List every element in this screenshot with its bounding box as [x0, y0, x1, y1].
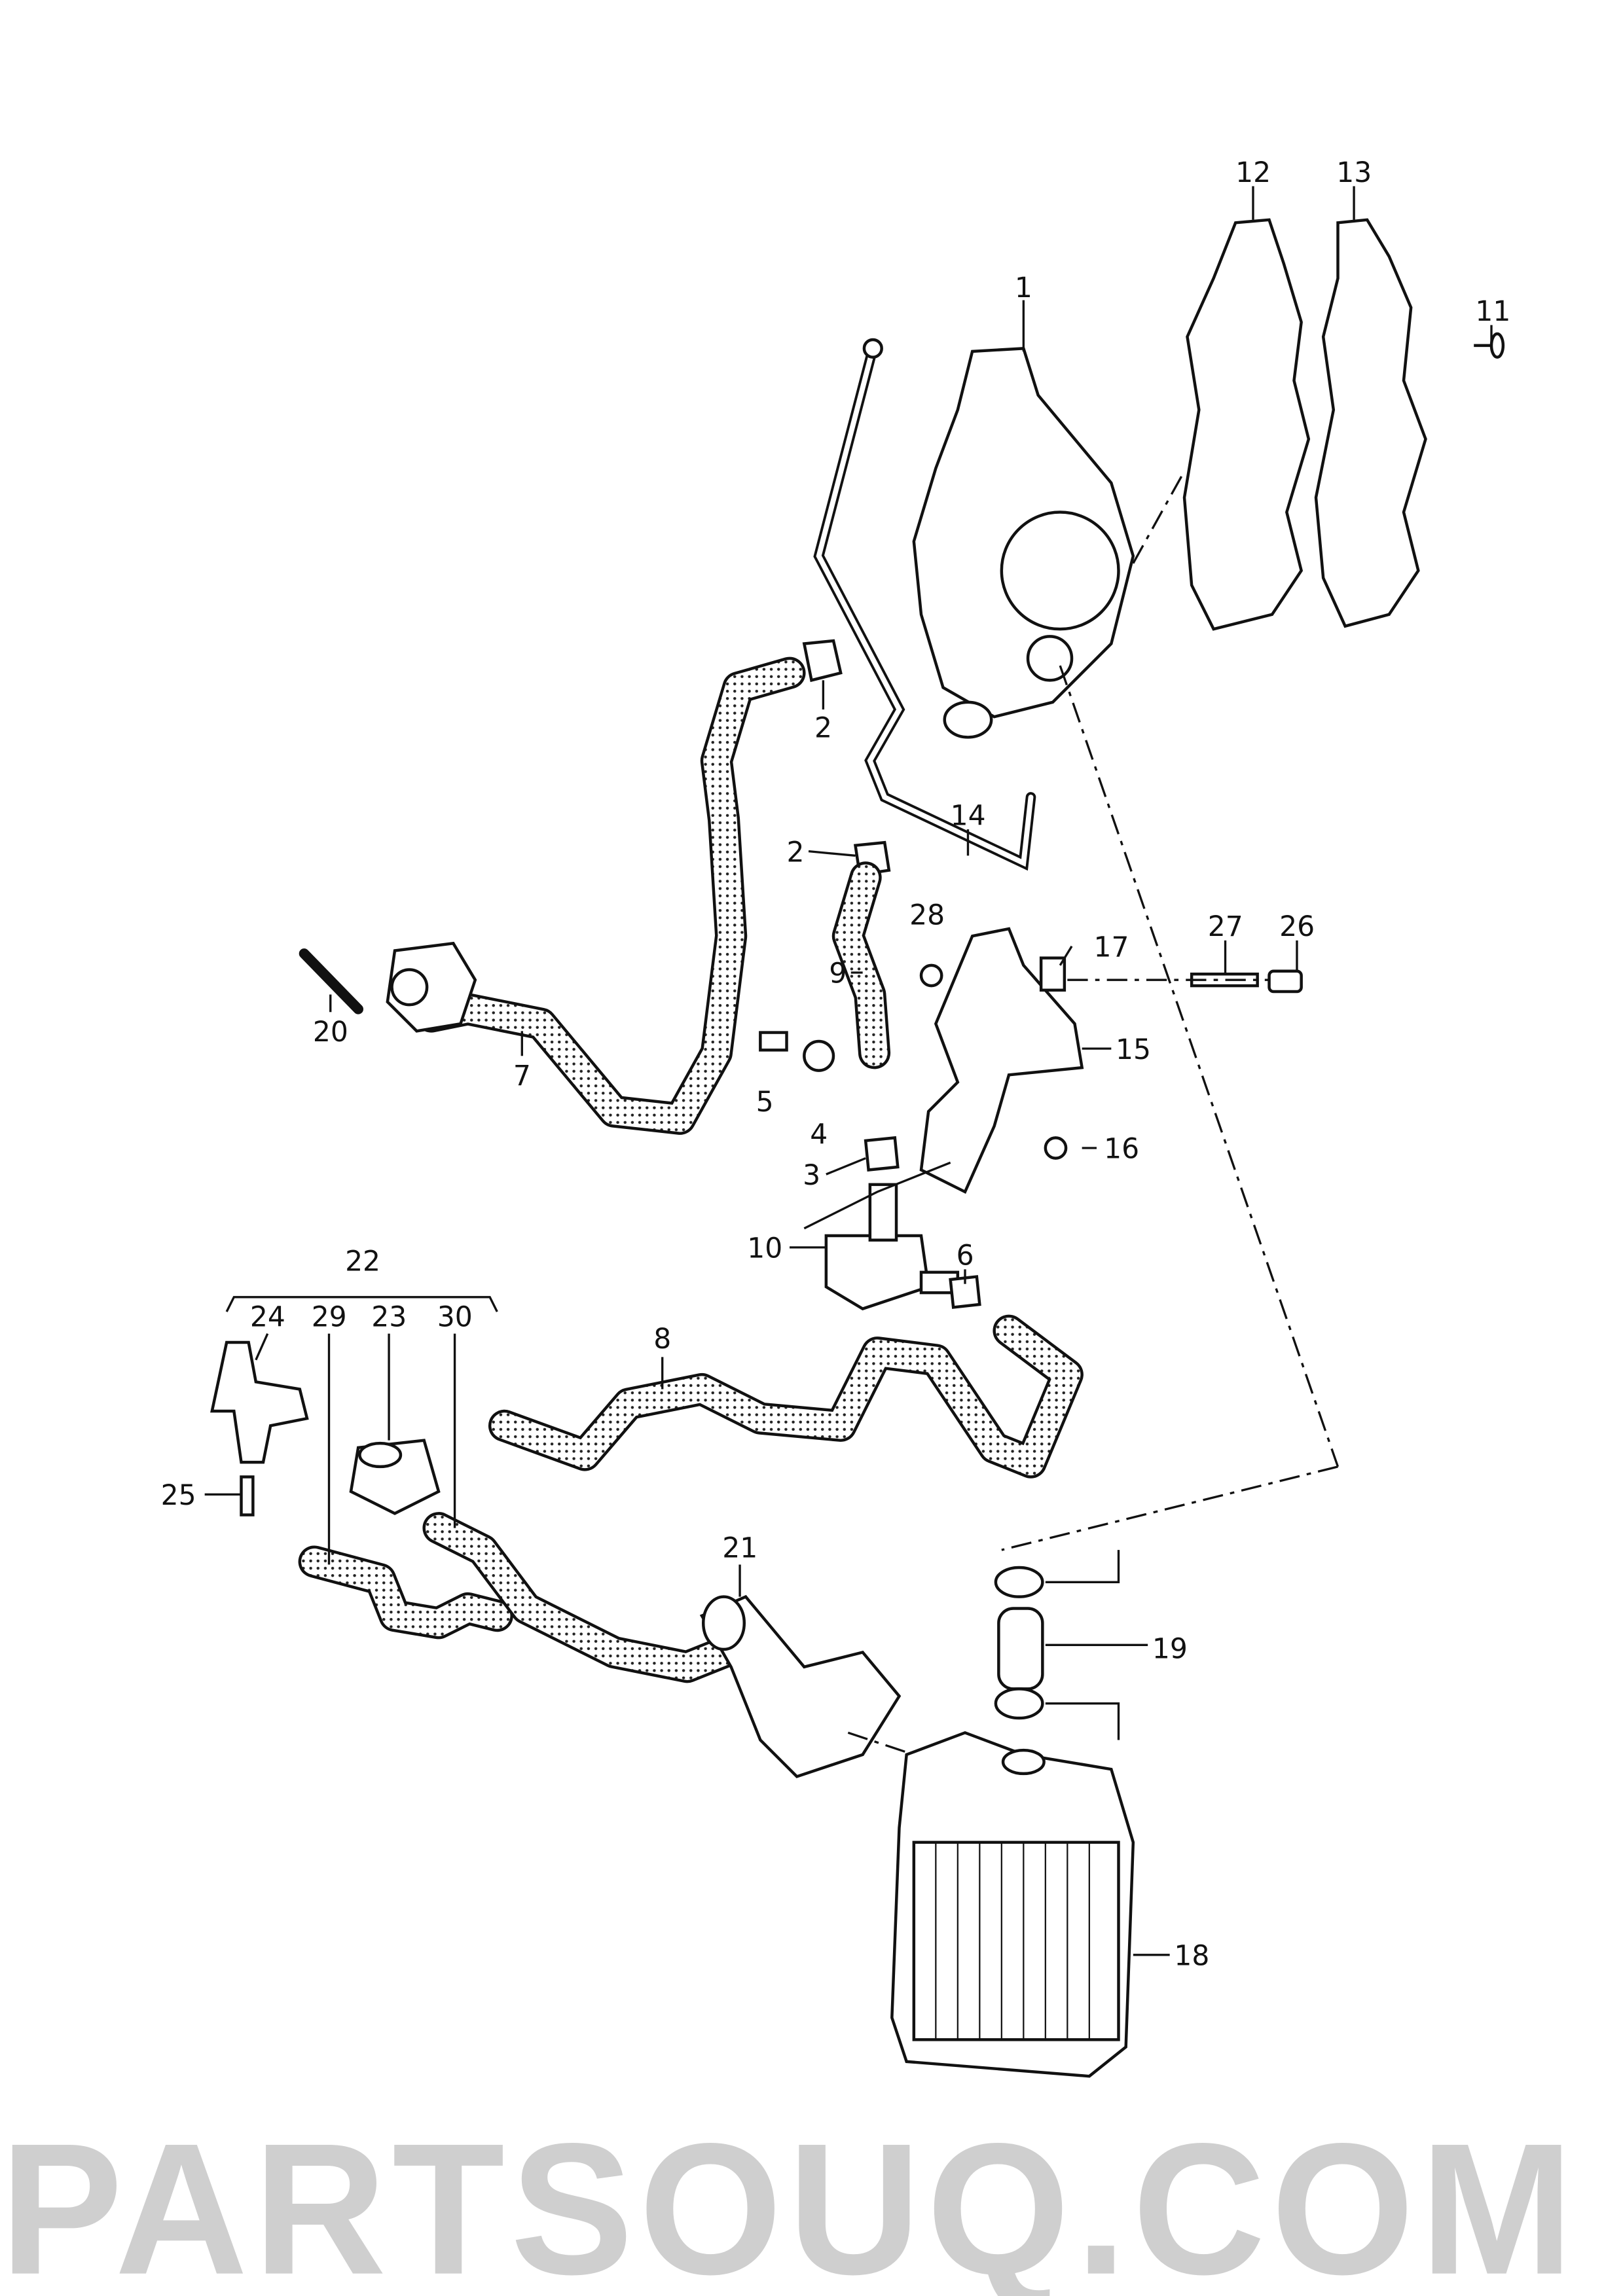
label-7: 7 — [513, 1060, 531, 1092]
label-2-upper: 2 — [814, 712, 832, 744]
label-30: 30 — [437, 1301, 473, 1333]
label-2-lower: 2 — [787, 836, 805, 869]
label-20: 20 — [313, 1016, 348, 1049]
bolt-5[interactable] — [759, 1031, 788, 1052]
label-19: 19 — [1152, 1633, 1188, 1665]
label-23: 23 — [371, 1301, 407, 1333]
label-6: 6 — [957, 1240, 974, 1272]
clamp-6[interactable] — [949, 1275, 981, 1309]
label-17: 17 — [1094, 931, 1129, 963]
nut-28[interactable] — [919, 963, 943, 988]
heat-shield-12[interactable] — [1182, 218, 1311, 631]
clamp-2-upper[interactable] — [802, 639, 843, 683]
charge-air-pipe-21[interactable] — [699, 1594, 902, 1778]
label-25: 25 — [161, 1480, 196, 1512]
valve-23[interactable] — [349, 1439, 441, 1515]
label-21: 21 — [722, 1532, 757, 1564]
label-26: 26 — [1279, 911, 1315, 943]
clamp-3[interactable] — [864, 1136, 900, 1172]
bracket-24[interactable] — [210, 1340, 309, 1464]
callout-labels: 1 12 13 11 2 2 14 28 17 27 26 9 20 7 15 … — [161, 157, 1511, 1973]
connector-20-housing[interactable] — [386, 941, 477, 1033]
label-13: 13 — [1336, 157, 1372, 189]
label-8: 8 — [653, 1323, 671, 1355]
label-24: 24 — [250, 1301, 285, 1333]
heat-shield-13[interactable] — [1314, 218, 1427, 628]
label-11: 11 — [1475, 296, 1510, 328]
label-1: 1 — [1015, 272, 1032, 304]
label-3: 3 — [803, 1160, 820, 1192]
label-5: 5 — [756, 1086, 774, 1119]
label-16: 16 — [1104, 1134, 1139, 1166]
bolt-25[interactable] — [240, 1475, 255, 1516]
label-10: 10 — [747, 1232, 782, 1265]
label-29: 29 — [312, 1301, 347, 1333]
bolt-11[interactable] — [1474, 332, 1505, 359]
label-4: 4 — [810, 1119, 828, 1151]
label-14: 14 — [951, 800, 986, 832]
valve-10[interactable] — [824, 1183, 960, 1311]
bracket-15[interactable] — [919, 927, 1084, 1194]
leader-lines — [204, 186, 1493, 1956]
auxiliary-water-pump-1[interactable] — [912, 347, 1135, 739]
watermark: PARTSOUQ.COM — [0, 2104, 1579, 2296]
hose-kit-19[interactable] — [994, 1566, 1044, 1720]
label-15: 15 — [1116, 1034, 1151, 1066]
nut-16[interactable] — [1044, 1136, 1068, 1160]
label-9: 9 — [829, 958, 847, 990]
label-12: 12 — [1235, 157, 1271, 189]
damper-4[interactable] — [803, 1039, 835, 1072]
bolt-26[interactable] — [1267, 969, 1303, 994]
label-28: 28 — [909, 899, 945, 931]
intercooler-18[interactable] — [890, 1731, 1135, 2078]
label-18: 18 — [1174, 1940, 1209, 1972]
label-27: 27 — [1208, 911, 1243, 943]
label-22: 22 — [345, 1246, 380, 1278]
